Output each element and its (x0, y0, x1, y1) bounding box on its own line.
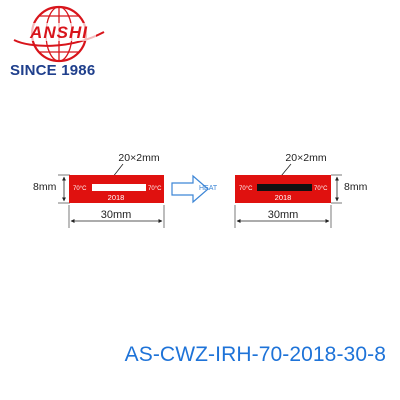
after-height-label: 8mm (344, 181, 368, 193)
after-width-label: 30mm (268, 209, 299, 221)
after-window-black (257, 184, 312, 191)
before-height-label: 8mm (33, 181, 57, 193)
model-code: AS-CWZ-IRH-70-2018-30-8 (124, 343, 386, 366)
before-size-label: 20×2mm (118, 152, 159, 164)
anshi-logo: ANSHI (13, 5, 105, 63)
heat-arrow: HEAT (171, 174, 218, 204)
heat-label: HEAT (199, 185, 218, 192)
after-right-temp: 70°C (314, 186, 328, 192)
label-before: 20×2mm 8mm 70°C 70°C 2018 30mm (33, 152, 165, 228)
logo-banner (22, 23, 96, 41)
after-left-temp: 70°C (239, 186, 253, 192)
before-width-label: 30mm (101, 209, 132, 221)
before-right-temp: 70°C (148, 186, 162, 192)
since-tagline: SINCE 1986 (10, 62, 96, 79)
logo-text: ANSHI (29, 23, 88, 42)
before-left-temp: 70°C (73, 186, 87, 192)
right-arrow-icon (171, 174, 209, 204)
after-year: 2018 (275, 193, 292, 202)
label-after: 20×2mm 70°C 70°C 2018 8mm 30mm (234, 152, 368, 228)
after-size-label: 20×2mm (285, 152, 326, 164)
before-year: 2018 (108, 193, 125, 202)
before-window-white (92, 184, 146, 191)
